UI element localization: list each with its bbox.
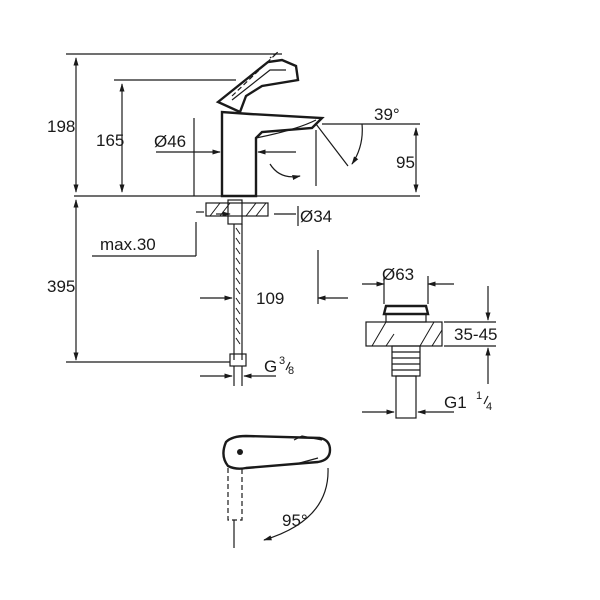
dim-hose-thread-num: 3 — [279, 355, 285, 367]
dim-max-thickness: max.30 — [100, 235, 156, 254]
dim-hose-thread-den: 8 — [288, 365, 294, 377]
lever-rotated-outline — [227, 468, 243, 521]
waste-fitting — [365, 304, 443, 419]
dim-waste-thread-num: 1 — [476, 390, 482, 402]
dim-waste-thread: G1 — [444, 393, 467, 412]
dim-hole-diameter: Ø34 — [300, 207, 332, 226]
supply-hose — [229, 227, 247, 386]
faucet-side-view — [215, 51, 325, 198]
dim-hose-thread: G — [264, 357, 277, 376]
dim-lever-angle: 95° — [282, 511, 308, 530]
countertop-section — [205, 199, 269, 360]
dim-spout-height: 95 — [396, 153, 415, 172]
dim-handle-height: 165 — [96, 131, 124, 150]
dim-waste-range: 35-45 — [454, 325, 497, 344]
dim-waste-diameter: Ø63 — [382, 265, 414, 284]
dim-total-height: 198 — [47, 117, 75, 136]
dim-spout-reach: 109 — [256, 289, 284, 308]
dim-waste-thread-den: 4 — [486, 401, 492, 413]
dim-hose-length: 395 — [47, 277, 75, 296]
faucet-lever — [215, 58, 300, 114]
dim-spout-angle: 39° — [374, 105, 400, 124]
dim-body-diameter: Ø46 — [154, 132, 186, 151]
faucet-top-view — [222, 434, 332, 548]
